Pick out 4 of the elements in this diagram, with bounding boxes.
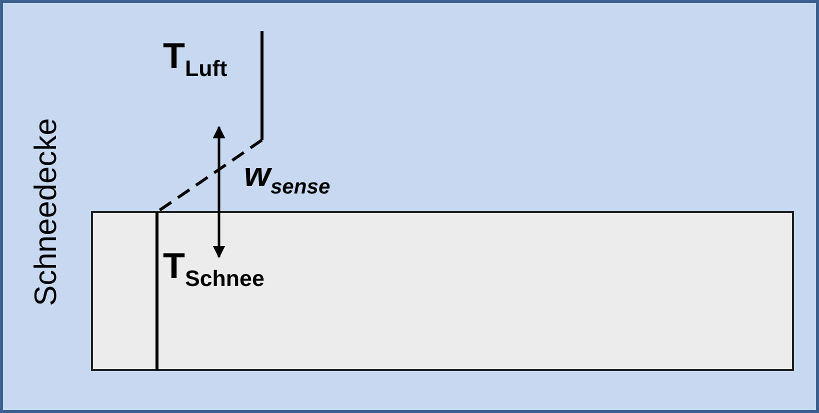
flux-label: w$_{sense}$ xyxy=(244,158,330,198)
temperature-label: T$_{Luft}$ xyxy=(163,38,228,80)
temperature-label: T$_{Schnee}$ xyxy=(163,248,264,290)
layer-label: Schneedecke xyxy=(30,118,61,306)
